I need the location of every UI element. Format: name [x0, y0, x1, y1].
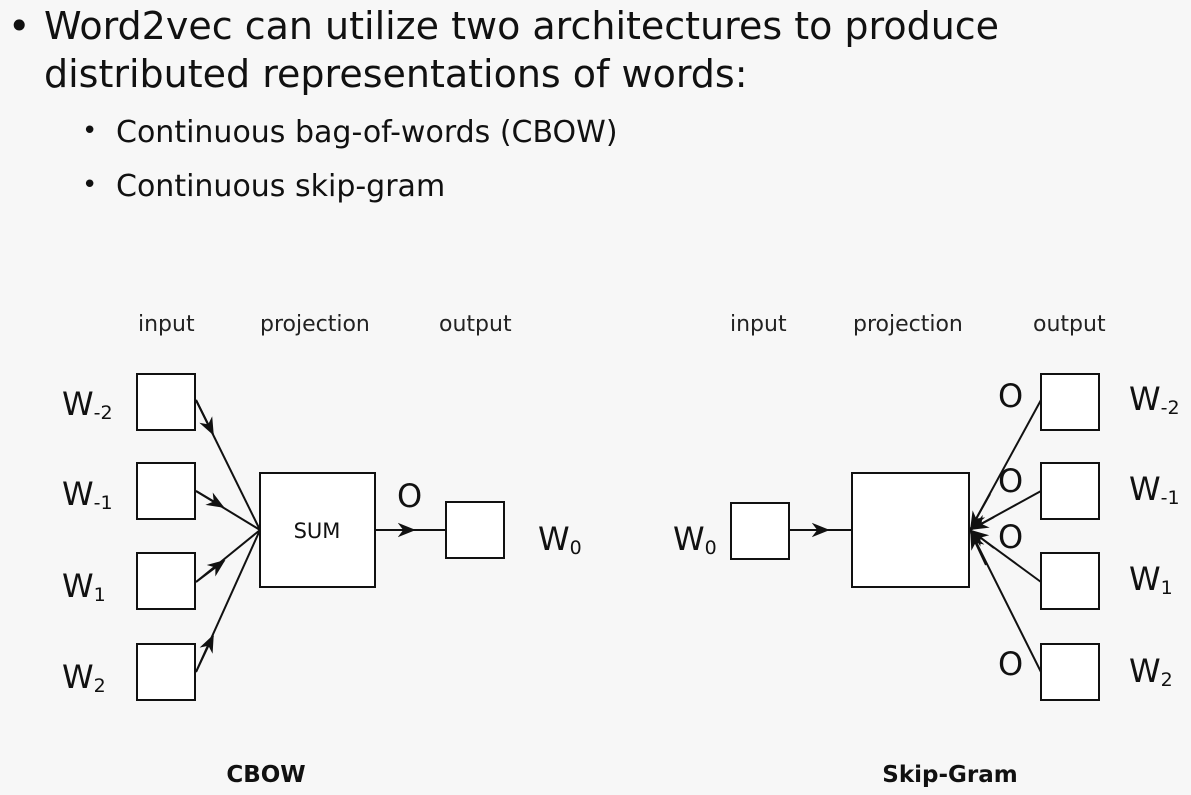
- skipgram-arrow: [970, 531, 987, 566]
- cbow-input-word: W-2: [62, 385, 113, 424]
- skipgram-input-box: [730, 502, 790, 560]
- skipgram-diagram: input projection output W0 O O O O W-2 W…: [673, 312, 1180, 788]
- cbow-arrow: [195, 490, 225, 508]
- cbow-caption: CBOW: [226, 762, 305, 788]
- cbow-o-marker: O: [397, 477, 422, 515]
- skipgram-output-box: [1040, 552, 1100, 610]
- cbow-output-box: [445, 501, 505, 559]
- cbow-input-word: W1: [62, 567, 106, 606]
- skipgram-output-word: W1: [1129, 560, 1173, 599]
- cbow-input-box: [136, 462, 196, 520]
- bullet-glyph: •: [8, 4, 31, 48]
- skipgram-input-word: W0: [673, 520, 717, 559]
- skipgram-input-label: input: [730, 312, 787, 337]
- cbow-arrow: [195, 634, 214, 673]
- cbow-input-word: W-1: [62, 475, 113, 514]
- cbow-output-label: output: [439, 312, 512, 337]
- skipgram-o-marker: O: [998, 462, 1023, 500]
- skipgram-output-label: output: [1033, 312, 1106, 337]
- skipgram-output-box: [1040, 462, 1100, 520]
- cbow-arrow: [195, 399, 214, 436]
- skipgram-output-word: W-2: [1129, 380, 1180, 419]
- skipgram-o-marker: O: [998, 377, 1023, 415]
- bullet-glyph: •: [82, 116, 98, 146]
- skipgram-projection-label: projection: [853, 312, 963, 337]
- skipgram-connection: [969, 529, 1042, 673]
- cbow-input-label: input: [138, 312, 195, 337]
- skipgram-arrow: [970, 493, 991, 530]
- cbow-input-box: [136, 373, 196, 431]
- cbow-input-box: [136, 552, 196, 610]
- skipgram-arrow: [970, 514, 995, 530]
- skipgram-projection-box: [851, 472, 970, 588]
- cbow-arrow: [195, 559, 226, 583]
- skipgram-output-box: [1040, 643, 1100, 701]
- cbow-output-word: W0: [538, 520, 582, 559]
- skipgram-output-word: W2: [1129, 652, 1173, 691]
- cbow-projection-label: projection: [260, 312, 370, 337]
- sub-bullet-text: Continuous skip-gram: [116, 169, 446, 204]
- skipgram-o-marker: O: [998, 645, 1023, 683]
- cbow-input-word: W2: [62, 658, 106, 697]
- cbow-input-box: [136, 643, 196, 701]
- skipgram-o-marker: O: [998, 518, 1023, 556]
- skipgram-output-word: W-1: [1129, 470, 1180, 509]
- skipgram-caption: Skip-Gram: [882, 762, 1017, 788]
- cbow-diagram: input projection output W-2 W-1 W1 W2 SU…: [62, 312, 582, 788]
- skipgram-output-box: [1040, 373, 1100, 431]
- main-bullet-text: Word2vec can utilize two architectures t…: [44, 4, 1000, 96]
- sub-bullet-text: Continuous bag-of-words (CBOW): [116, 115, 618, 150]
- bullet-glyph: •: [82, 170, 98, 200]
- cbow-sum-label: SUM: [294, 519, 341, 543]
